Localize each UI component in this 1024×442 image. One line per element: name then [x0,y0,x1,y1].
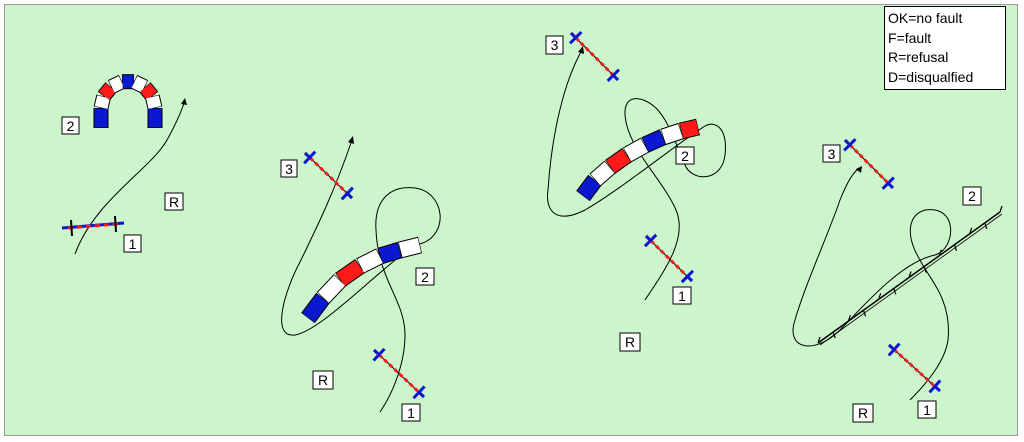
label-box: R [619,332,641,352]
label-box: 2 [61,116,80,135]
refusal-marker: R [169,194,179,210]
legend-entry: R=refusal [888,49,949,65]
label-box: 2 [962,186,982,206]
label-box: 1 [123,234,142,253]
jump-obstacle [643,233,695,284]
label-box: 1 [917,400,937,419]
refusal-marker: R [625,334,635,350]
legend-entry: D=disqualfied [888,68,974,85]
dog-path [792,167,952,401]
obstacle-number: 1 [129,236,137,252]
course-diagram-canvas [4,4,1018,436]
legend-entry: OK=no fault [888,10,963,26]
arrow-head [348,136,354,144]
tunnel-obstacle [93,74,163,128]
weave-poles-obstacle [817,205,1003,346]
label-box: R [312,370,334,390]
legend-box: OK=no fault F=fault R=refusal D=disqualf… [884,6,1006,90]
label-box: 2 [675,146,695,165]
refusal-marker: R [318,372,328,388]
diagram-3: 3 2 1 R [545,30,726,352]
jump-obstacle [843,138,895,190]
refusal-marker: R [858,405,868,421]
arrow-head [856,166,862,173]
obstacle-number: 1 [678,288,686,304]
jump-obstacle [568,30,621,83]
obstacle-number: 2 [67,118,75,134]
jump-obstacle [61,215,125,237]
obstacle-number: 3 [828,146,836,162]
legend-entry: F=fault [888,29,932,46]
diagram-4: 3 2 R 1 [792,138,1003,423]
dog-path [74,99,186,255]
dog-path [281,139,441,413]
obstacle-number: 3 [285,161,293,177]
label-box: R [164,192,184,211]
label-box: 2 [415,267,435,286]
arrow-head [181,98,187,105]
obstacle-number: 3 [551,37,559,53]
label-box: 1 [672,286,692,305]
diagram-2: 3 2 R 1 [280,136,441,422]
arrow-head [578,46,584,54]
dog-path [546,49,726,301]
diagram-1: 2 1 R [61,74,187,255]
obstacle-number: 1 [407,405,415,421]
label-box: 3 [545,35,564,55]
obstacle-number: 2 [968,188,976,204]
jump-obstacle [303,150,354,201]
obstacle-number: 2 [681,148,689,164]
tunnel-obstacle [576,118,700,202]
label-box: 3 [822,144,841,163]
jump-obstacle [372,347,426,400]
jump-obstacle [887,342,942,394]
obstacle-number: 1 [923,402,931,418]
label-box: 3 [280,159,298,178]
tunnel-obstacle [301,236,423,324]
label-box: R [852,403,874,423]
label-box: 1 [401,403,421,422]
obstacle-number: 2 [421,269,429,285]
